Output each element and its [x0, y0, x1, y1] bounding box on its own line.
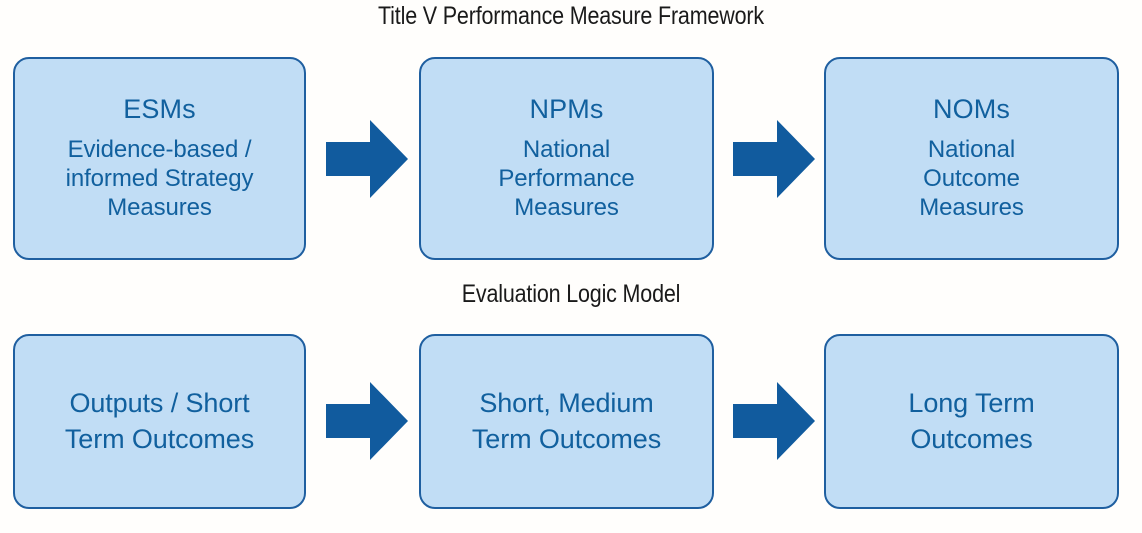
- node-desc-line: Measures: [107, 194, 212, 222]
- node-desc-line: National: [522, 135, 611, 163]
- node-box-noms[interactable]: NOMs National Outcome Measures: [824, 57, 1119, 260]
- node-box-esms[interactable]: ESMs Evidence-based / informed Strategy …: [13, 57, 306, 260]
- node-abbr-noms: NOMs: [933, 94, 1010, 125]
- node-desc-line: Outputs / Short: [69, 388, 250, 419]
- node-desc-line: Measures: [514, 194, 619, 222]
- node-box-long-term[interactable]: Long Term Outcomes: [824, 334, 1119, 509]
- node-abbr-esms: ESMs: [123, 94, 196, 125]
- node-desc-line: Outcome: [923, 164, 1020, 192]
- node-desc-line: Outcomes: [910, 423, 1033, 454]
- node-desc-outputs-short-term: Outputs / Short Term Outcomes: [65, 386, 254, 456]
- node-desc-line: Performance: [498, 164, 635, 192]
- node-desc-line: Evidence-based /: [67, 135, 252, 163]
- node-desc-noms: National Outcome Measures: [919, 135, 1024, 223]
- section-title-evaluation-logic-model: Evaluation Logic Model: [461, 280, 681, 308]
- arrow-right-icon-esms-to-npms: [326, 120, 408, 198]
- node-box-npms[interactable]: NPMs National Performance Measures: [419, 57, 714, 260]
- node-box-short-medium-term[interactable]: Short, Medium Term Outcomes: [419, 334, 714, 509]
- node-desc-short-medium-term: Short, Medium Term Outcomes: [472, 386, 661, 456]
- node-box-outputs-short-term[interactable]: Outputs / Short Term Outcomes: [13, 334, 306, 509]
- node-desc-line: National: [927, 135, 1016, 163]
- node-desc-line: Term Outcomes: [64, 423, 255, 454]
- arrow-right-icon-outputs-to-medium: [326, 382, 408, 460]
- arrow-right-icon-medium-to-long: [733, 382, 815, 460]
- node-desc-esms: Evidence-based / informed Strategy Measu…: [66, 135, 254, 223]
- node-abbr-npms: NPMs: [529, 94, 604, 125]
- node-desc-line: Measures: [919, 194, 1024, 222]
- page-title: Title V Performance Measure Framework: [378, 2, 764, 30]
- node-desc-npms: National Performance Measures: [498, 135, 634, 223]
- node-desc-line: Long Term: [908, 388, 1035, 419]
- node-desc-long-term: Long Term Outcomes: [908, 386, 1034, 456]
- node-desc-line: informed Strategy: [65, 164, 254, 192]
- node-desc-line: Short, Medium: [479, 388, 654, 419]
- arrow-right-icon-npms-to-noms: [733, 120, 815, 198]
- node-desc-line: Term Outcomes: [471, 423, 662, 454]
